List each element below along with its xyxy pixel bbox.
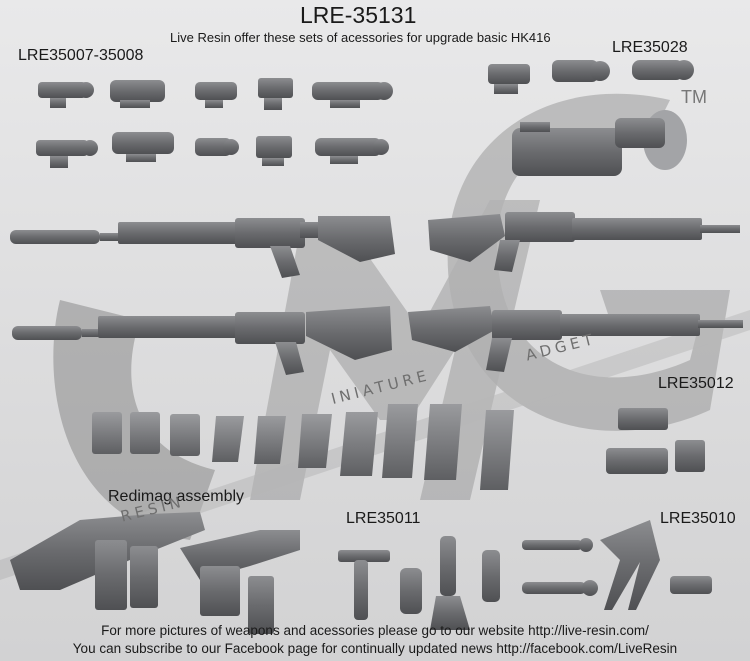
footer-line-2: You can subscribe to our Facebook page f… bbox=[72, 641, 678, 656]
label-set-a: LRE35007-35008 bbox=[18, 47, 144, 64]
rifle-4 bbox=[408, 306, 743, 372]
redimag-rifles bbox=[10, 512, 300, 634]
optics-set-b bbox=[488, 60, 694, 176]
rifle-2 bbox=[428, 212, 740, 272]
label-set-e: LRE35010 bbox=[660, 510, 736, 527]
grips bbox=[338, 536, 500, 630]
label-set-b: LRE35028 bbox=[612, 39, 688, 56]
optics-set-a bbox=[36, 78, 393, 168]
rifle-1 bbox=[10, 216, 395, 278]
rifle-3 bbox=[12, 306, 392, 375]
page-title: LRE-35131 bbox=[300, 2, 417, 28]
footer-line-1: For more pictures of weapons and acessor… bbox=[101, 623, 649, 638]
page-subtitle: Live Resin offer these sets of acessorie… bbox=[170, 30, 551, 45]
bipod-lights bbox=[522, 520, 712, 610]
laser-devices bbox=[606, 408, 705, 474]
label-set-c: LRE35012 bbox=[658, 375, 734, 392]
magazines bbox=[92, 404, 514, 490]
label-tm: TM bbox=[681, 87, 707, 107]
label-set-d: LRE35011 bbox=[346, 510, 421, 527]
label-redimag: Redimag assembly bbox=[108, 488, 245, 505]
